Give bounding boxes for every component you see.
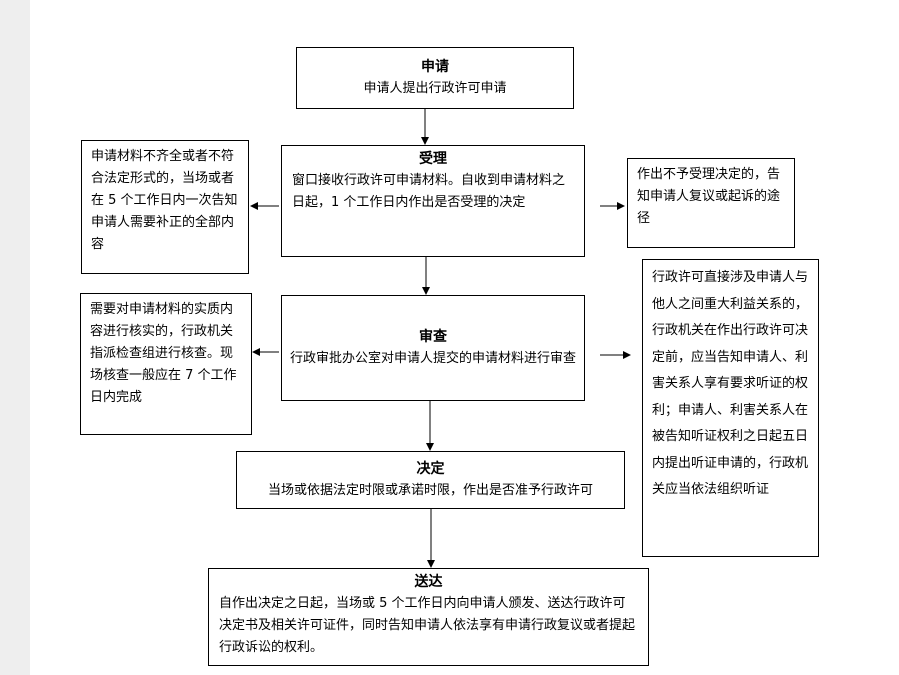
step-apply-box: 申请 申请人提出行政许可申请 — [296, 47, 574, 109]
note-verification: 需要对申请材料的实质内容进行核实的，行政机关指派检查组进行核查。现场核查一般应在… — [80, 293, 252, 435]
note-not-accepted: 作出不予受理决定的，告知申请人复议或起诉的途径 — [627, 158, 795, 248]
step-apply-title: 申请 — [421, 59, 449, 75]
note-verification-text: 需要对申请材料的实质内容进行核实的，行政机关指派检查组进行核查。现场核查一般应在… — [90, 302, 237, 405]
step-accept-title: 受理 — [419, 151, 447, 167]
note-hearing: 行政许可直接涉及申请人与他人之间重大利益关系的，行政机关在作出行政许可决定前，应… — [642, 259, 819, 557]
step-deliver-box: 送达 自作出决定之日起，当场或 5 个工作日内向申请人颁发、送达行政许可决定书及… — [208, 568, 649, 666]
note-hearing-text: 行政许可直接涉及申请人与他人之间重大利益关系的，行政机关在作出行政许可决定前，应… — [652, 270, 809, 497]
step-review-title: 审查 — [419, 329, 447, 345]
step-accept-box: 受理 窗口接收行政许可申请材料。自收到申请材料之日起，1 个工作日内作出是否受理… — [281, 145, 585, 257]
step-decide-text: 当场或依据法定时限或承诺时限，作出是否准予行政许可 — [267, 483, 593, 498]
step-review-box: 审查 行政审批办公室对申请人提交的申请材料进行审查 — [281, 295, 585, 401]
step-decide-box: 决定 当场或依据法定时限或承诺时限，作出是否准予行政许可 — [236, 451, 625, 509]
note-incomplete-materials: 申请材料不齐全或者不符合法定形式的，当场或者在 5 个工作日内一次告知申请人需要… — [81, 140, 249, 274]
note-not-accepted-text: 作出不予受理决定的，告知申请人复议或起诉的途径 — [637, 167, 781, 226]
step-apply-text: 申请人提出行政许可申请 — [363, 81, 507, 96]
note-incomplete-text: 申请材料不齐全或者不符合法定形式的，当场或者在 5 个工作日内一次告知申请人需要… — [91, 149, 238, 252]
step-deliver-text: 自作出决定之日起，当场或 5 个工作日内向申请人颁发、送达行政许可决定书及相关许… — [219, 596, 636, 655]
step-decide-title: 决定 — [416, 461, 445, 477]
page-left-margin — [0, 0, 30, 675]
step-accept-text: 窗口接收行政许可申请材料。自收到申请材料之日起，1 个工作日内作出是否受理的决定 — [292, 173, 566, 210]
step-review-text: 行政审批办公室对申请人提交的申请材料进行审查 — [290, 351, 577, 366]
step-deliver-title: 送达 — [414, 574, 443, 590]
